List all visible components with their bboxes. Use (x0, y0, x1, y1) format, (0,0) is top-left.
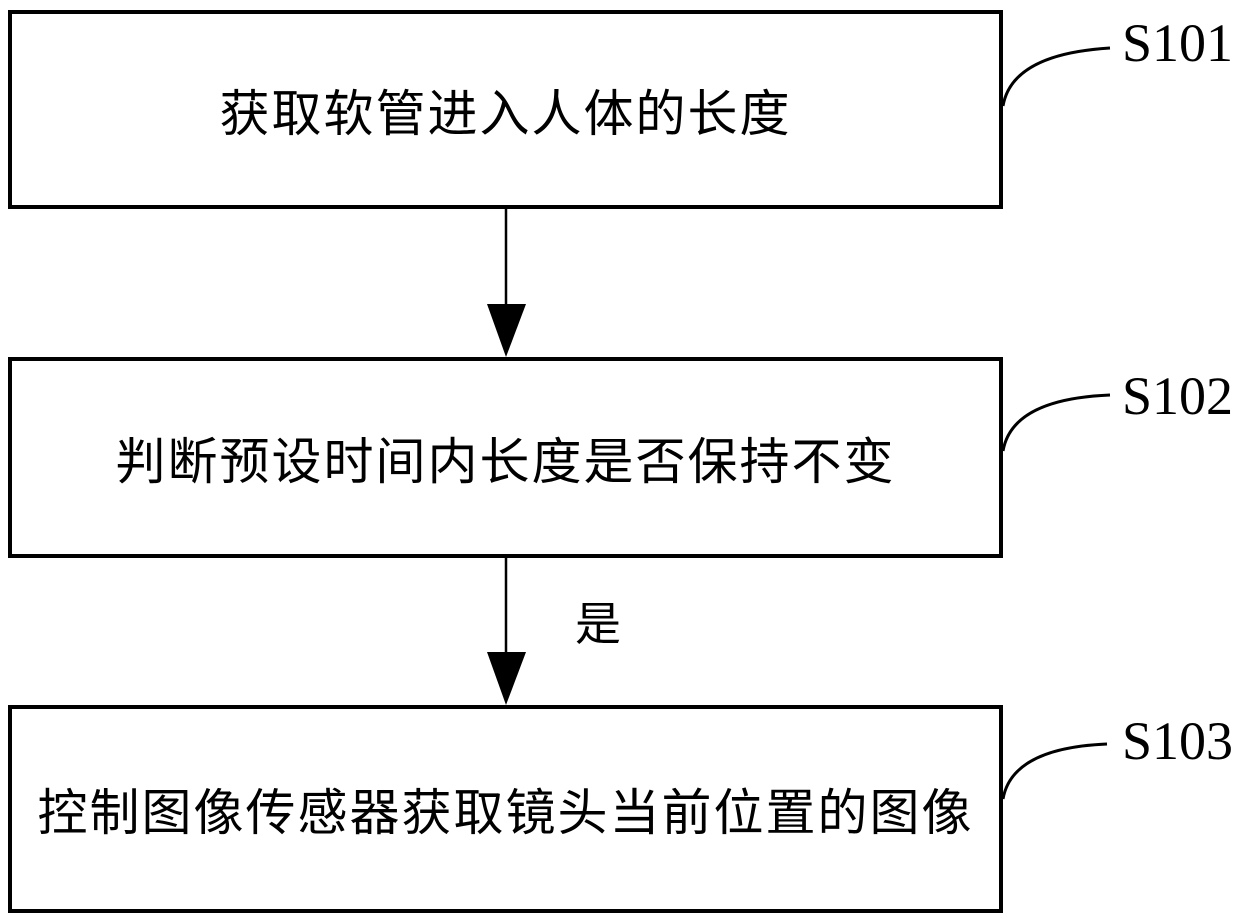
step-id-label-s102: S102 (1122, 366, 1234, 426)
step-label-s103: 控制图像传感器获取镜头当前位置的图像 (37, 785, 974, 841)
step-label-s101: 获取软管进入人体的长度 (219, 85, 792, 142)
leader-line-s102 (1001, 393, 1111, 452)
leader-line-s103 (1001, 742, 1108, 800)
step-id-label-s101: S101 (1122, 13, 1234, 73)
step-box-s102: 判断预设时间内长度是否保持不变 (8, 357, 1003, 558)
step-label-s102: 判断预设时间内长度是否保持不变 (115, 433, 896, 490)
arrow-down-icon (487, 652, 526, 705)
leader-line-s101 (1001, 46, 1111, 107)
step-box-s103: 控制图像传感器获取镜头当前位置的图像 (8, 705, 1003, 913)
arrow-down-icon (487, 304, 526, 357)
connector-label-yes: 是 (575, 599, 621, 650)
step-box-s101: 获取软管进入人体的长度 (8, 10, 1003, 209)
step-id-label-s103: S103 (1122, 711, 1234, 771)
